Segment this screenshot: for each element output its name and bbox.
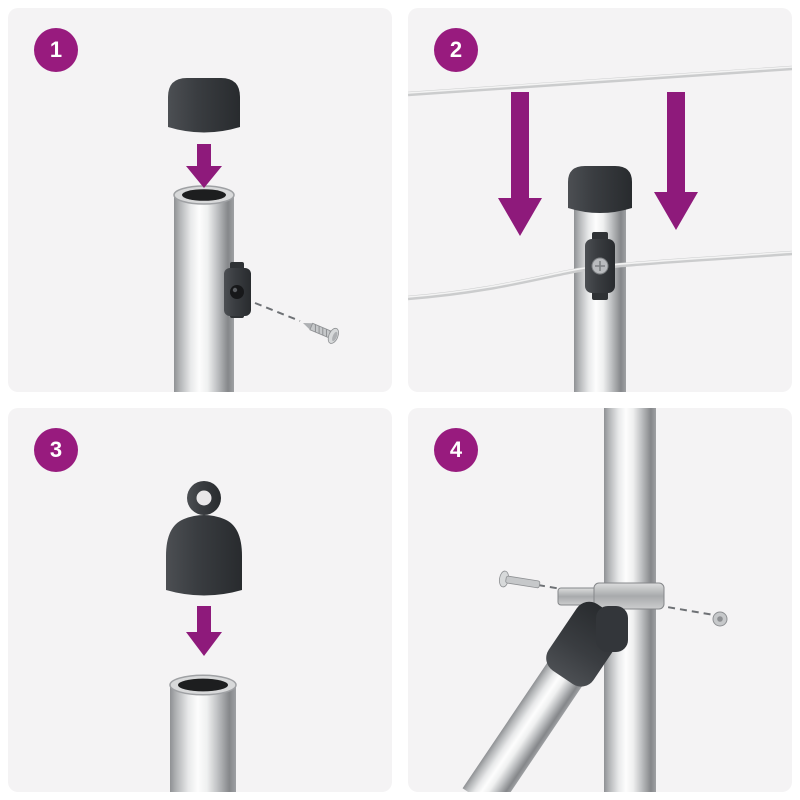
tube-body (170, 685, 236, 792)
eyelet-cap (166, 481, 242, 596)
pole-opening (182, 189, 226, 201)
arrow-down-icon (654, 92, 698, 230)
step-panel-2: 2 (408, 8, 792, 392)
connector-jaw (596, 606, 628, 652)
tube-opening (178, 678, 228, 692)
end-cap (568, 166, 632, 213)
alignment-dashed-line (254, 302, 301, 322)
step-number-4: 4 (449, 437, 463, 462)
step-badge-2: 2 (434, 28, 478, 72)
end-cap (168, 78, 240, 133)
step-number-2: 2 (449, 37, 463, 62)
top-wire (408, 65, 792, 97)
wire-clip (224, 262, 251, 318)
step-panel-1: 1 (8, 8, 392, 392)
wire-bracket (585, 232, 615, 300)
step-1-illustration (168, 78, 339, 392)
step-panel-4: 4 (408, 408, 792, 792)
clip-screw-hole (230, 285, 244, 299)
step-badge-3: 3 (34, 428, 78, 472)
arrow-down-icon (186, 144, 222, 188)
eyelet-hole (196, 490, 212, 506)
step-4-illustration (462, 408, 728, 792)
screw (303, 322, 339, 344)
bolt (498, 570, 541, 589)
step-panel-3: 3 (8, 408, 392, 792)
step-badge-1: 1 (34, 28, 78, 72)
step-2-illustration (408, 65, 792, 392)
arrow-down-icon (186, 606, 222, 656)
step-badge-4: 4 (434, 428, 478, 472)
step-number-3: 3 (49, 437, 63, 462)
clamp (557, 582, 665, 610)
clamp-band (593, 582, 665, 610)
nut (712, 611, 728, 627)
step-number-1: 1 (49, 37, 63, 62)
open-tube (169, 674, 237, 792)
step-3-illustration (166, 481, 242, 792)
arrow-down-icon (498, 92, 542, 236)
cap-dome (166, 515, 242, 596)
